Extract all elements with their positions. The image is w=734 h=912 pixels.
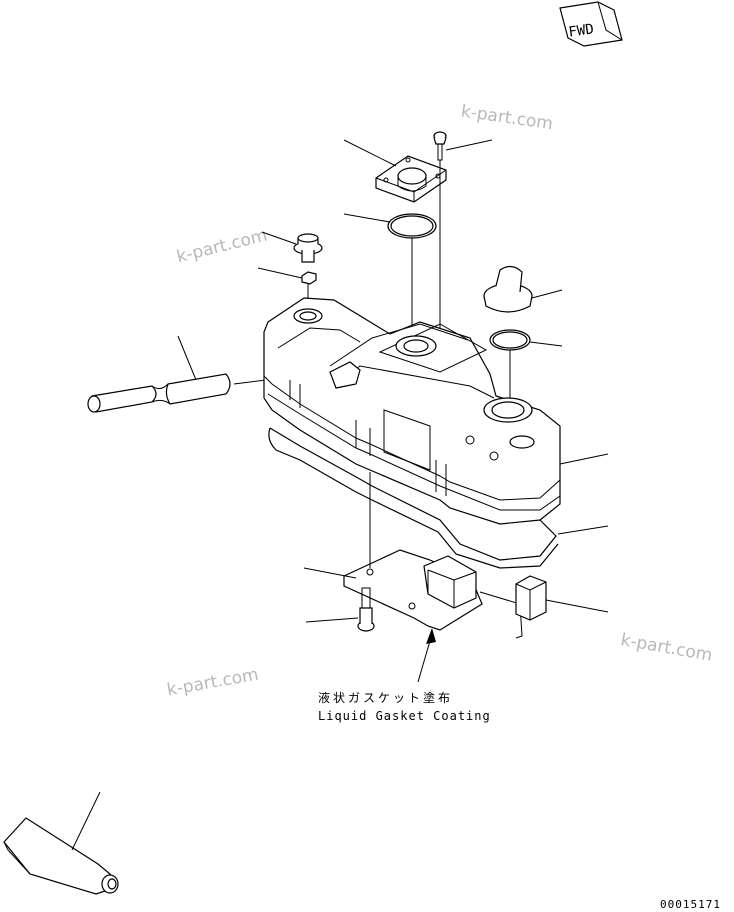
note-en-text: Liquid Gasket Coating — [318, 709, 491, 723]
o-ring-filler-part — [489, 329, 563, 404]
cover-gasket-part — [268, 427, 609, 569]
drawing-number: 00015171 — [660, 898, 721, 911]
oil-filler-cap-part — [483, 265, 563, 313]
connector-part — [515, 575, 609, 621]
fwd-direction-badge: FWD — [559, 1, 623, 47]
liquid-gasket-tube-part — [3, 791, 119, 895]
note-jp-text: 液状ガスケット塗布 — [318, 690, 453, 705]
bolt-top-part — [433, 131, 493, 350]
rocker-cover-part — [263, 297, 609, 525]
flange-bolt-part — [261, 231, 323, 263]
watermark-3: k-part.com — [165, 665, 260, 701]
watermark-2: k-part.com — [175, 226, 270, 268]
harness-bracket-part — [303, 472, 523, 639]
cap-plate-part — [343, 139, 447, 203]
bolt-bottom-part — [305, 587, 375, 632]
note-leader — [417, 628, 436, 683]
fwd-label: FWD — [568, 21, 595, 40]
watermark-1: k-part.com — [460, 102, 554, 135]
o-ring-cap-part — [343, 213, 437, 336]
watermark-4: k-part.com — [619, 630, 714, 666]
